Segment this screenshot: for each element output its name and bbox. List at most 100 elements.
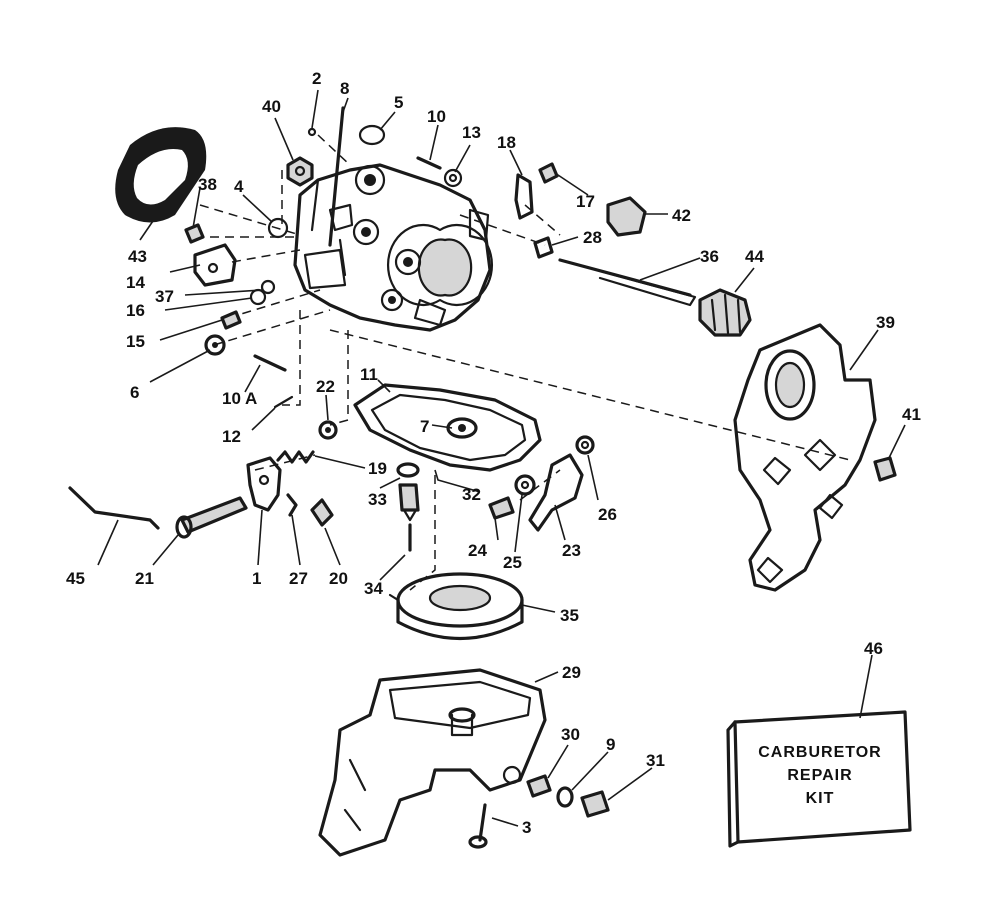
part-28-seal [533, 236, 554, 259]
callout-30: 30 [561, 725, 580, 744]
callout-2: 2 [312, 69, 321, 88]
callout-12: 12 [222, 427, 241, 446]
part-5-plug [358, 124, 386, 146]
callout-10: 10 [427, 107, 446, 126]
callout-13: 13 [462, 123, 481, 142]
part-42-lever [606, 196, 647, 237]
part-45-rod [68, 486, 160, 530]
part-44-knob [698, 288, 752, 337]
part-35-float [388, 572, 524, 641]
part-8-link [328, 106, 345, 247]
callout-38: 38 [198, 175, 217, 194]
callout-5: 5 [394, 93, 403, 112]
part-22-washer [318, 420, 338, 440]
part-1-float-arm [246, 456, 282, 512]
callout-labels: 2 8 40 5 10 13 18 38 4 17 42 28 36 44 43… [66, 69, 921, 837]
callout-17: 17 [576, 192, 595, 211]
callout-14: 14 [126, 273, 145, 292]
callout-33: 33 [368, 490, 387, 509]
callout-18: 18 [497, 133, 516, 152]
part-11-gasket [353, 383, 542, 472]
repair-kit-line-1: CARBURETOR [758, 744, 881, 761]
callout-21: 21 [135, 569, 154, 588]
callout-34: 34 [364, 579, 383, 598]
assembly-dashed-lines [199, 134, 851, 591]
part-15-screw [220, 310, 242, 330]
callout-3: 3 [522, 818, 531, 837]
part-10a-pin [253, 354, 287, 372]
callout-40: 40 [262, 97, 281, 116]
callout-20: 20 [329, 569, 348, 588]
part-30-plug [526, 774, 552, 798]
part-12-pin [273, 395, 294, 409]
callout-7: 7 [420, 417, 429, 436]
callout-15: 15 [126, 332, 145, 351]
part-38-screw [184, 223, 205, 244]
part-3-screw [468, 803, 488, 849]
callout-11: 11 [360, 365, 378, 384]
callout-16: 16 [126, 301, 145, 320]
callout-42: 42 [672, 206, 691, 225]
leader-lines [97, 89, 906, 827]
callout-31: 31 [646, 751, 665, 770]
callout-6: 6 [130, 383, 139, 402]
carburetor-body [293, 163, 494, 332]
callout-26: 26 [598, 505, 617, 524]
callout-32: 32 [462, 485, 481, 504]
part-29-float-bowl [318, 668, 547, 857]
callout-35: 35 [560, 606, 579, 625]
part-4-ball [267, 217, 289, 239]
part-19-spring [276, 450, 315, 464]
part-17-screw [538, 162, 559, 184]
part-10-pin [416, 156, 442, 170]
part-39-bracket [733, 323, 877, 592]
repair-kit-label: CARBURETOR REPAIR KIT [758, 744, 881, 807]
callout-10a: 10 A [222, 389, 257, 408]
part-9-washer [556, 786, 574, 808]
part-43-gasket [115, 127, 207, 223]
part-32-needle-seat [398, 483, 420, 522]
callout-45: 45 [66, 569, 85, 588]
part-25-washer [514, 474, 536, 496]
callout-44: 44 [745, 247, 764, 266]
part-24-screw [488, 496, 515, 520]
part-31-screw [580, 790, 610, 818]
part-18-clip [514, 173, 534, 220]
part-23-lever [528, 453, 584, 532]
part-16-37-washers [249, 279, 276, 306]
callout-4: 4 [234, 177, 244, 196]
callout-37: 37 [155, 287, 174, 306]
callout-27: 27 [289, 569, 308, 588]
callout-46: 46 [864, 639, 883, 658]
callout-9: 9 [606, 735, 615, 754]
callout-43: 43 [128, 247, 147, 266]
callout-41: 41 [902, 405, 921, 424]
callout-28: 28 [583, 228, 602, 247]
callout-8: 8 [340, 79, 349, 98]
part-33-washer [396, 462, 420, 478]
part-21-shaft [175, 496, 248, 539]
part-14-bracket [193, 243, 237, 287]
part-36-needle [558, 258, 697, 307]
part-46-repair-kit-box [726, 710, 912, 848]
callout-24: 24 [468, 541, 487, 560]
repair-kit-line-3: KIT [806, 790, 835, 807]
callout-22: 22 [316, 377, 335, 396]
callout-39: 39 [876, 313, 895, 332]
part-2-ball [307, 127, 317, 137]
callout-23: 23 [562, 541, 581, 560]
part-40-nut [286, 156, 314, 187]
callout-29: 29 [562, 663, 581, 682]
part-13-washer [443, 168, 463, 188]
part-26-washer [575, 435, 595, 455]
callout-36: 36 [700, 247, 719, 266]
part-20-spring [310, 498, 334, 527]
callout-19: 19 [368, 459, 387, 478]
part-41-screw [873, 456, 897, 482]
callout-1: 1 [252, 569, 261, 588]
callout-25: 25 [503, 553, 522, 572]
part-7-valve [446, 417, 478, 439]
part-6-washer [204, 334, 226, 356]
part-27-clip [286, 493, 298, 517]
